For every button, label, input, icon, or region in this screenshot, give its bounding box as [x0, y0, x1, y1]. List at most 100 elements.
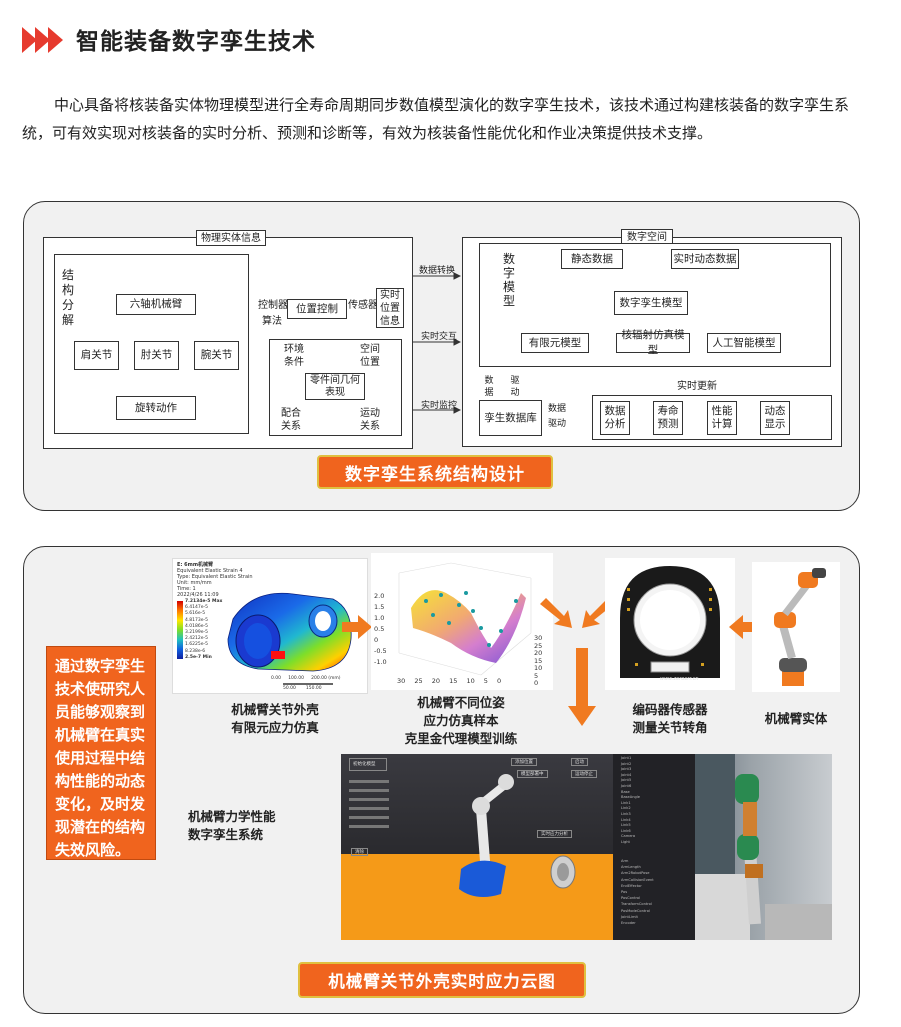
- tree-item-6[interactable]: Base: [621, 789, 630, 794]
- realtime-interact-label: 实时交互: [421, 332, 458, 342]
- twin-btn-4[interactable]: 清除: [351, 848, 368, 856]
- env-cond-label: 环境条件: [284, 344, 304, 368]
- tree2-item-6[interactable]: PosControl: [621, 896, 641, 901]
- radiation-model-box: 核辐射仿真模型: [616, 329, 690, 356]
- twin-btn-5[interactable]: 实时应力分析: [537, 830, 572, 838]
- twin-btn-7[interactable]: 运动停止: [571, 770, 597, 778]
- dynamic-data-box: 实时动态数据: [671, 249, 739, 269]
- fem-legend-1: 6.4147e-5: [185, 605, 209, 611]
- tree2-item-9[interactable]: JointLimit: [621, 914, 638, 919]
- tree-item-0[interactable]: Joint1: [621, 756, 632, 760]
- twin-slider-2[interactable]: [349, 789, 389, 792]
- tree-item-1[interactable]: Joint2: [621, 761, 632, 766]
- encoder-caption-line-1: 编码器传感器: [632, 702, 708, 717]
- data-horizontal-label: 数据: [548, 404, 567, 414]
- tree2-item-2[interactable]: Arm2RobotPose: [621, 871, 650, 876]
- encoder-caption-line-2: 测量关节转角: [632, 720, 708, 735]
- twin-btn-2[interactable]: 启动: [571, 758, 588, 766]
- tree-item-8[interactable]: Link1: [621, 800, 631, 805]
- part-geometry-box: 零件间几何表现: [305, 373, 365, 400]
- arrow-right-icon-1: [342, 615, 372, 639]
- lab-robot-drawing: [695, 754, 832, 940]
- arrow-left-icon: [729, 615, 759, 639]
- fem-line-4: 2022/4/26 11:09: [177, 592, 219, 598]
- twin-slider-3[interactable]: [349, 798, 389, 801]
- tree2-item-1[interactable]: ArmLength: [621, 865, 641, 870]
- tree2-item-10[interactable]: Encoder: [621, 921, 636, 926]
- space-pos-label: 空间位置: [360, 344, 380, 368]
- fem-legend-0: 7.2134e-5 Max: [185, 599, 223, 604]
- fem-caption-line-1: 机械臂关节外壳: [231, 702, 319, 717]
- twin-slider-6[interactable]: [349, 825, 389, 828]
- fem-line-3: Time: 1: [177, 586, 196, 592]
- surr-z-2: 1.0: [374, 614, 385, 622]
- structure-label: 结构分解: [61, 268, 74, 327]
- surr-z-4: 0: [374, 636, 379, 644]
- fem-part-drawing: [227, 592, 352, 685]
- tree2-item-8[interactable]: PosModeControl: [621, 908, 650, 913]
- static-data-box: 静态数据: [561, 249, 623, 269]
- realtime-position-box: 实时位置信息: [376, 288, 404, 328]
- tree-item-14[interactable]: Camera: [621, 834, 636, 839]
- fem-simulation-image: E: 6mm机械臂 Equivalent Elastic Strain 4 Ty…: [172, 558, 368, 694]
- surr-y-5: 5: [534, 671, 539, 680]
- drive-vertical-label: 驱动: [510, 376, 520, 398]
- surrogate-caption-line-3: 克里金代理模型训练: [404, 731, 518, 746]
- tree-item-5[interactable]: Joint6: [621, 783, 632, 788]
- surrogate-surface-drawing: [398, 562, 532, 676]
- tree-item-10[interactable]: Link3: [621, 811, 631, 816]
- twin-db-box: 孪生数据库: [479, 400, 542, 436]
- shoulder-box: 肩关节: [74, 341, 119, 370]
- surrogate-plot-image: 2.0 1.5 1.0 0.5 0 -0.5 -1.0 30 25 20 15 …: [371, 553, 553, 690]
- tree-item-15[interactable]: Light: [621, 839, 630, 844]
- twin-model-box: 数字孪生模型: [614, 291, 688, 315]
- dynamic-display-box: 动态显示: [760, 401, 790, 435]
- surr-y-0: 30: [534, 634, 543, 642]
- fem-caption-line-2: 有限元应力仿真: [231, 720, 319, 735]
- twin-btn-0[interactable]: 初始化模型: [349, 758, 387, 771]
- fem-scale-3: 50.00: [283, 686, 296, 691]
- tree-item-13[interactable]: Link6: [621, 828, 631, 833]
- twin-btn-3[interactable]: 模型部署中: [517, 770, 548, 778]
- fem-scale-2: 200.00 (mm): [311, 676, 341, 681]
- twin-slider-5[interactable]: [349, 816, 389, 819]
- twin-system-caption: 机械臂力学性能 数字孪生系统: [188, 808, 318, 844]
- tree-item-7[interactable]: BaseAngle: [621, 795, 640, 800]
- fem-line-1: Type: Equivalent Elastic Strain: [177, 574, 253, 580]
- algorithm-label: 算法: [262, 316, 282, 327]
- twin-slider-4[interactable]: [349, 807, 389, 810]
- rotation-box: 旋转动作: [116, 396, 196, 420]
- digital-model-label: 数字模型: [502, 252, 515, 308]
- fem-legend-7: 1.6225e-5: [185, 642, 209, 648]
- motion-rel-label: 运动关系: [360, 408, 380, 432]
- ai-model-box: 人工智能模型: [707, 333, 781, 353]
- data-convert-label: 数据转换: [419, 266, 456, 276]
- encoder-caption: 编码器传感器 测量关节转角: [615, 701, 725, 737]
- tree-item-11[interactable]: Link4: [621, 817, 631, 822]
- lab-robot-photo: [695, 754, 832, 940]
- encoder-sensor-image: www.zeroerr.cn: [605, 558, 735, 690]
- fem-line-0: Equivalent Elastic Strain 4: [177, 568, 243, 574]
- robot-arm-box: 六轴机械臂: [116, 294, 196, 315]
- fem-legend-9: 2.5e-7 Min: [185, 654, 212, 660]
- drive-horizontal-label: 驱动: [548, 419, 567, 429]
- perf-calc-box: 性能计算: [707, 401, 737, 435]
- tree2-item-4[interactable]: EndEffector: [621, 883, 642, 888]
- elbow-box: 肘关节: [134, 341, 179, 370]
- tree2-item-5[interactable]: Pos: [621, 890, 628, 895]
- twin-slider-1[interactable]: [349, 780, 389, 783]
- tree-item-9[interactable]: Link2: [621, 806, 631, 811]
- tree2-item-0[interactable]: Arm: [621, 859, 629, 863]
- twin-btn-1[interactable]: 添加位置: [511, 758, 537, 766]
- surrogate-caption: 机械臂不同位姿 应力仿真样本 克里金代理模型训练: [396, 694, 526, 748]
- tree-item-4[interactable]: Joint5: [621, 778, 632, 783]
- tree-item-2[interactable]: Joint3: [621, 767, 632, 772]
- tree2-item-7[interactable]: TransformControl: [621, 902, 652, 907]
- tree2-item-3[interactable]: ArmCollisionEvent: [621, 877, 654, 882]
- data-analysis-box: 数据分析: [600, 401, 630, 435]
- diagram-panel: 物理实体信息 结构分解 六轴机械臂 肩关节 肘关节 腕关节 旋转动作 控制器 算…: [23, 201, 860, 511]
- surr-x-2: 20: [431, 677, 440, 685]
- tree-item-3[interactable]: Joint4: [621, 772, 632, 777]
- twin-robot-render: [459, 774, 576, 898]
- tree-item-12[interactable]: Link5: [621, 823, 631, 828]
